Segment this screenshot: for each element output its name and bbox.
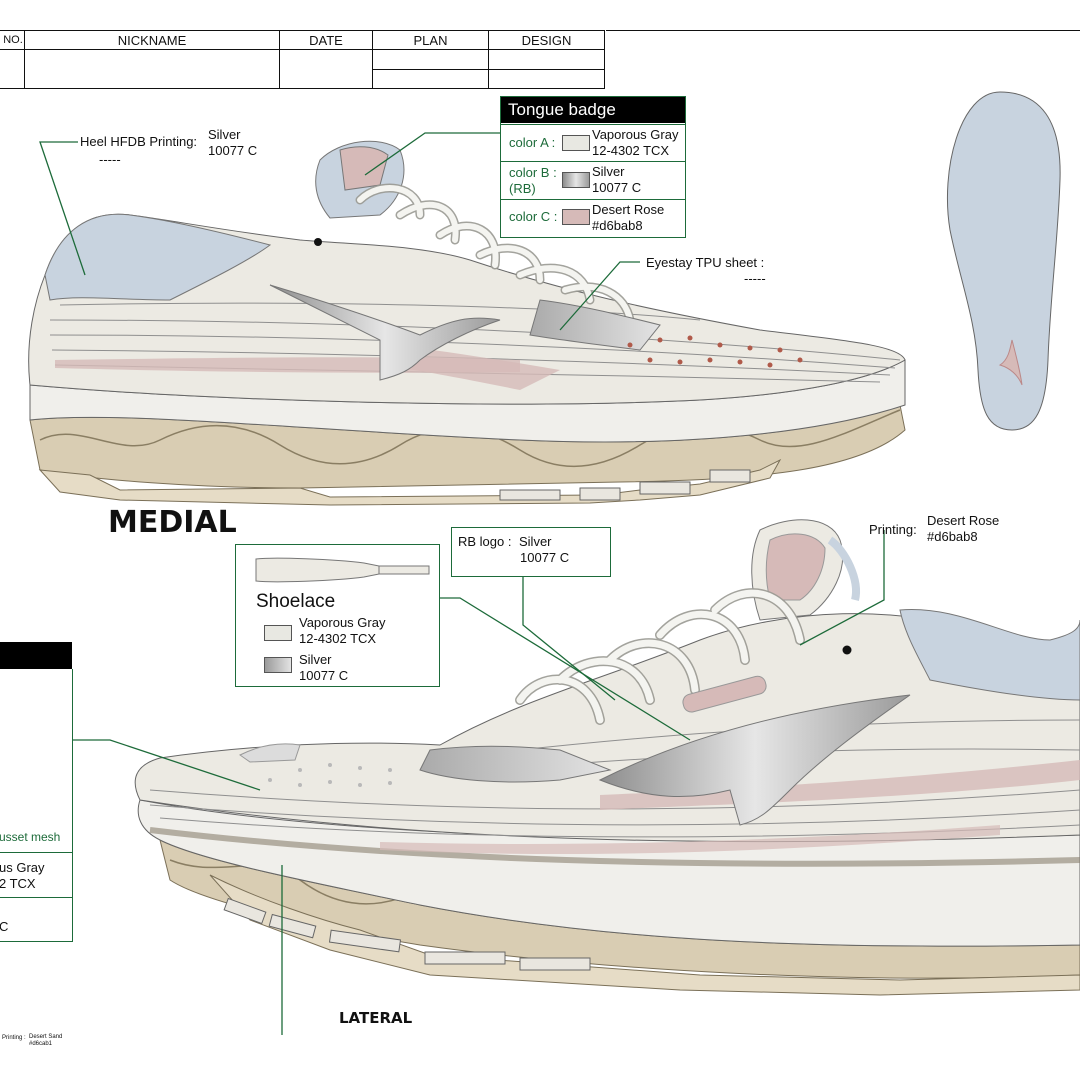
- color-b-note: (RB): [509, 181, 536, 196]
- color-c-code: #d6bab8: [592, 218, 643, 233]
- sole-printing-label: Printing :: [2, 1035, 26, 1041]
- sole-printing-code: #d6cab1: [29, 1041, 53, 1047]
- color-b-key: color B :: [509, 165, 557, 180]
- heel-printing-label: Heel HFDB Printing:: [80, 134, 198, 149]
- header-col-design: DESIGN: [488, 30, 605, 50]
- color-c-name: Desert Rose: [592, 202, 665, 217]
- tongue-badge-title: Tongue badge: [501, 97, 685, 123]
- rb-logo-color: Silver: [519, 534, 552, 549]
- shoelace-color1-name: Vaporous Gray: [299, 615, 386, 630]
- color-c-key: color C :: [509, 209, 558, 224]
- medial-shoe: [28, 140, 906, 506]
- sole-printing-color: Desert Sand: [29, 1034, 63, 1040]
- heel-printing-color: Silver: [208, 127, 241, 142]
- color-b-code: 10077 C: [592, 180, 642, 195]
- color-a-key: color A :: [509, 135, 556, 150]
- shoelace-box: Shoelace Vaporous Gray 12-4302 TCX Silve…: [235, 544, 440, 687]
- rb-logo-box: RB logo : Silver 10077 C: [451, 527, 611, 577]
- shoelace-color2-code: 10077 C: [299, 668, 349, 683]
- color-a-name: Vaporous Gray: [592, 127, 679, 142]
- rb-logo-label: RB logo :: [458, 534, 512, 549]
- shoelace-color1-swatch: [264, 625, 292, 641]
- shoelace-title: Shoelace: [256, 591, 336, 612]
- printing-label: Printing:: [869, 522, 917, 537]
- insole: [947, 91, 1061, 431]
- eyestay-label: Eyestay TPU sheet :: [646, 255, 765, 270]
- left-panel-title-bar: [0, 642, 72, 670]
- left-panel-row1-line1: us Gray: [0, 860, 45, 875]
- spec-header-table: R NO. NICKNAME DATE PLAN DESIGN: [0, 30, 605, 89]
- header-col-plan: PLAN: [372, 30, 489, 50]
- tongue-badge-box: Tongue badge color A : Vaporous Gray 12-…: [500, 96, 686, 238]
- color-a-swatch: [562, 135, 590, 151]
- left-panel-row2: C: [0, 919, 9, 934]
- lateral-view-label: LATERAL: [339, 1009, 413, 1027]
- color-c-swatch: [562, 209, 590, 225]
- header-rule: [606, 30, 1080, 31]
- callout-leader-lines: [0, 132, 885, 1035]
- color-b-name: Silver: [592, 164, 625, 179]
- medial-view-label: MEDIAL: [108, 505, 237, 540]
- eyestay-dashes: -----: [744, 271, 766, 286]
- heel-printing-dashes: -----: [99, 152, 121, 167]
- color-b-swatch: [562, 172, 590, 188]
- shoelace-color1-code: 12-4302 TCX: [299, 631, 377, 646]
- shoelace-color2-name: Silver: [299, 652, 332, 667]
- rb-logo-code: 10077 C: [520, 550, 570, 565]
- heel-printing-code: 10077 C: [208, 143, 258, 158]
- shoelace-sketch: [255, 557, 430, 583]
- heel-printing-value: Silver 10077 C: [208, 127, 257, 159]
- left-panel-row1-line2: 2 TCX: [0, 876, 36, 891]
- printing-code: #d6bab8: [927, 529, 978, 544]
- printing-color: Desert Rose: [927, 513, 1000, 528]
- left-panel-box: usset mesh us Gray 2 TCX C: [0, 669, 73, 942]
- color-a-code: 12-4302 TCX: [592, 143, 670, 158]
- shoelace-color2-swatch: [264, 657, 292, 673]
- gusset-mesh-label: usset mesh: [0, 830, 61, 844]
- lateral-shoe: [134, 519, 1080, 996]
